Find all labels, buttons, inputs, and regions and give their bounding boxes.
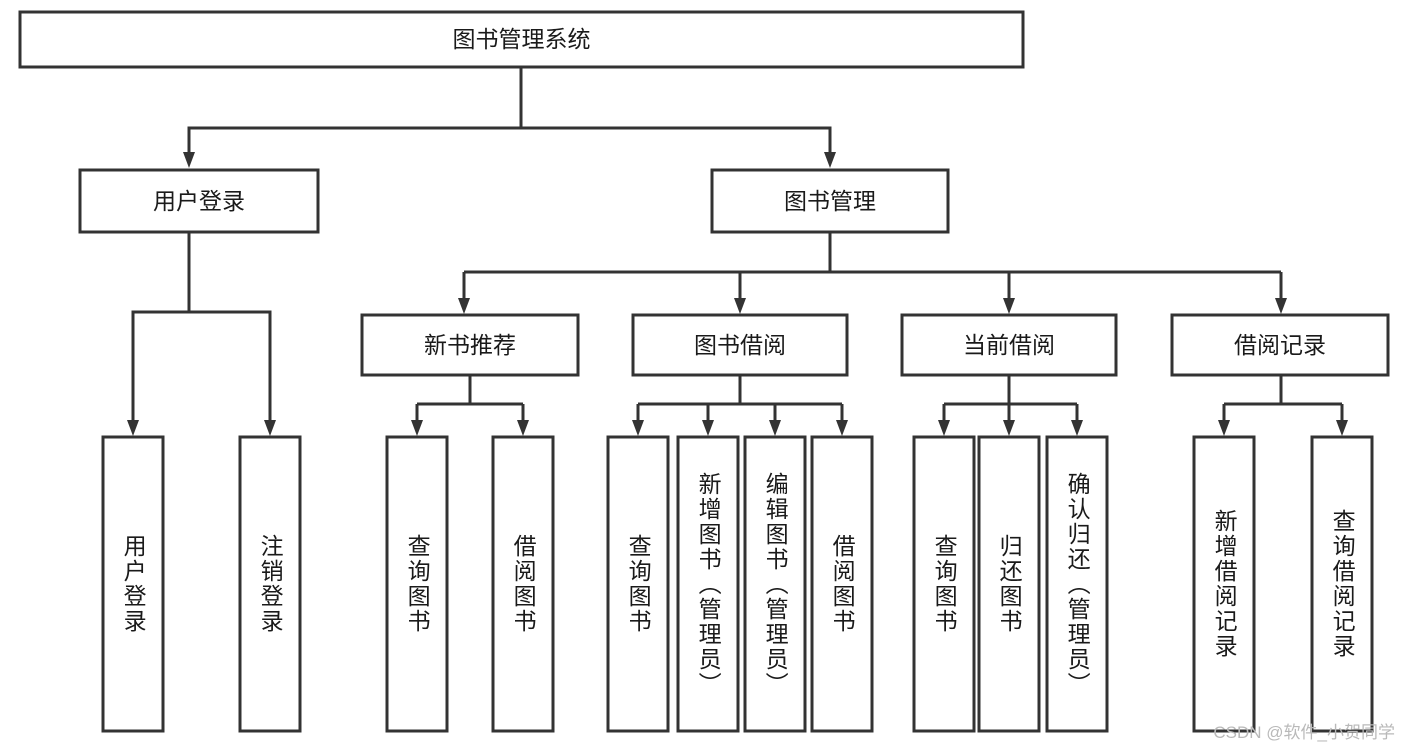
node-box-leaf-add-record[interactable] [1192, 435, 1256, 733]
node-box-borrow-record[interactable] [1170, 313, 1390, 377]
node-box-new-book-rec[interactable] [360, 313, 580, 377]
node-box-leaf-add-book[interactable] [676, 435, 740, 733]
node-box-leaf-logout[interactable] [238, 435, 302, 733]
node-box-root[interactable] [18, 10, 1025, 69]
edge-bookmanage-to-level2 [458, 232, 1287, 314]
node-box-leaf-query-book-c[interactable] [912, 435, 976, 733]
watermark-text: CSDN @软件_小贺同学 [1213, 723, 1395, 742]
edge-borrowrecord-to-leaves [1218, 375, 1348, 436]
node-box-user-login[interactable] [78, 168, 320, 234]
node-box-leaf-return-book[interactable] [977, 435, 1041, 733]
node-box-current-borrow[interactable] [900, 313, 1118, 377]
node-box-leaf-edit-book[interactable] [743, 435, 807, 733]
edge-root-to-level1 [183, 67, 836, 168]
edge-userlogin-to-leaves [127, 232, 276, 436]
node-box-leaf-confirm-return[interactable] [1045, 435, 1109, 733]
node-box-book-borrow[interactable] [631, 313, 849, 377]
node-box-leaf-borrow-book-b[interactable] [810, 435, 874, 733]
node-box-leaf-query-record[interactable] [1310, 435, 1374, 733]
node-box-book-manage[interactable] [710, 168, 950, 234]
node-box-leaf-query-book-b[interactable] [606, 435, 670, 733]
edge-currentborrow-to-leaves [938, 375, 1083, 436]
node-box-leaf-user-login[interactable] [101, 435, 165, 733]
node-box-leaf-query-book-a[interactable] [385, 435, 449, 733]
edge-newbook-to-leaves [411, 375, 529, 436]
node-box-leaf-borrow-book-a[interactable] [491, 435, 555, 733]
edge-bookborrow-to-leaves [632, 375, 848, 436]
